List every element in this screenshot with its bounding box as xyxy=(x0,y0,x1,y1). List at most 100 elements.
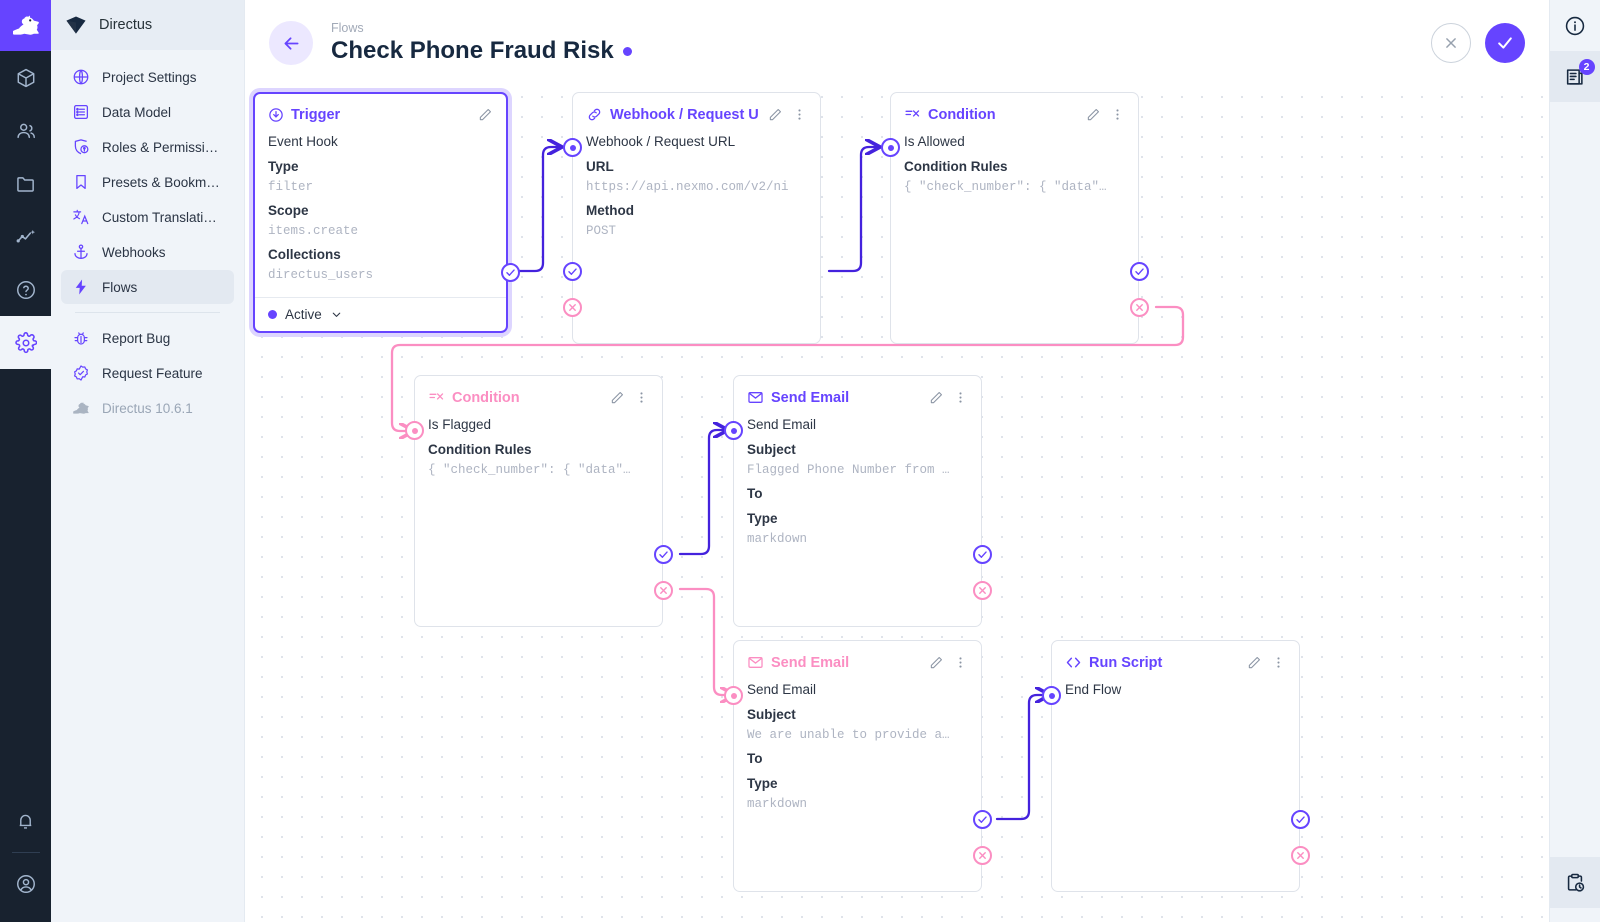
handle-resolve[interactable] xyxy=(973,810,992,829)
insights-icon[interactable] xyxy=(0,210,51,263)
help-circle-icon[interactable] xyxy=(0,263,51,316)
settings-gear-icon[interactable] xyxy=(0,316,51,369)
handle-reject[interactable] xyxy=(1130,298,1149,317)
sidebar-item-request-feature[interactable]: Request Feature xyxy=(61,356,234,390)
flow-node-condition-allowed[interactable]: Condition Is Allowed Condition Rules { "… xyxy=(881,92,1149,344)
field-value: filter xyxy=(268,180,314,194)
edit-pencil-icon[interactable] xyxy=(1246,655,1262,671)
flow-node-send-email-unable[interactable]: Send Email Send Email Subject We are una… xyxy=(724,640,992,892)
trigger-status-toggle[interactable]: Active xyxy=(255,297,506,331)
handle-reject[interactable] xyxy=(973,581,992,600)
more-options-icon[interactable] xyxy=(792,107,807,122)
field-label: Subject xyxy=(747,442,796,457)
edit-pencil-icon[interactable] xyxy=(767,107,783,123)
save-button[interactable] xyxy=(1485,23,1525,63)
edit-pencil-icon[interactable] xyxy=(1085,107,1101,123)
handle-resolve[interactable] xyxy=(501,263,520,282)
activity-clipboard-icon[interactable] xyxy=(1549,857,1600,908)
node-name: Send Email xyxy=(747,682,817,697)
more-options-icon[interactable] xyxy=(1271,655,1286,670)
sidebar-item-roles-permissions[interactable]: Roles & Permissions xyxy=(61,130,234,164)
back-button[interactable] xyxy=(269,21,313,65)
handle-input[interactable] xyxy=(724,686,743,705)
handle-dot xyxy=(569,144,576,151)
handle-dot xyxy=(730,692,737,699)
sidebar-item-flows[interactable]: Flows xyxy=(61,270,234,304)
sidebar-version-label: Directus 10.6.1 xyxy=(61,391,234,425)
more-options-icon[interactable] xyxy=(1110,107,1125,122)
sidebar-item-presets-bookmarks[interactable]: Presets & Bookmar… xyxy=(61,165,234,199)
flow-node-send-email-flagged[interactable]: Send Email Send Email Subject Flagged Ph… xyxy=(724,375,992,627)
handle-reject[interactable] xyxy=(654,581,673,600)
edit-pencil-icon[interactable] xyxy=(928,390,944,406)
handle-resolve[interactable] xyxy=(1291,810,1310,829)
field-value: { "check_number": { "data"… xyxy=(428,463,631,477)
bolt-icon xyxy=(71,278,90,297)
field-value: We are unable to provide a… xyxy=(747,728,950,742)
notifications-bell-icon[interactable] xyxy=(0,795,51,848)
handle-input[interactable] xyxy=(1042,686,1061,705)
handle-resolve[interactable] xyxy=(654,545,673,564)
handle-dot xyxy=(1048,692,1055,699)
sidebar-title: Directus xyxy=(99,17,153,33)
node-header: Condition xyxy=(891,93,1138,129)
sidebar-item-webhooks[interactable]: Webhooks xyxy=(61,235,234,269)
breadcrumb[interactable]: Flows xyxy=(331,21,364,35)
flow-logs-icon[interactable]: 2 xyxy=(1549,51,1600,102)
node-header: Send Email xyxy=(734,641,981,677)
sidebar-divider xyxy=(75,312,220,313)
check-badge-icon xyxy=(71,364,90,383)
handle-resolve[interactable] xyxy=(563,262,582,281)
handle-input[interactable] xyxy=(724,421,743,440)
node-type-label: Condition xyxy=(928,106,996,123)
handle-dot xyxy=(887,144,894,151)
info-circle-icon[interactable] xyxy=(1550,0,1600,51)
more-options-icon[interactable] xyxy=(953,390,968,405)
handle-resolve[interactable] xyxy=(973,545,992,564)
sidebar-item-custom-translations[interactable]: Custom Translations xyxy=(61,200,234,234)
node-name: Webhook / Request URL xyxy=(586,134,736,149)
handle-input[interactable] xyxy=(563,138,582,157)
node-name: Is Flagged xyxy=(428,417,492,432)
flow-node-trigger[interactable]: Trigger Event Hook Type filter Scope ite… xyxy=(253,92,520,333)
users-icon[interactable] xyxy=(0,104,51,157)
handle-resolve[interactable] xyxy=(1130,262,1149,281)
handle-reject[interactable] xyxy=(563,298,582,317)
sidebar-item-label: Presets & Bookmar… xyxy=(102,174,224,190)
sidebar-item-data-model[interactable]: Data Model xyxy=(61,95,234,129)
cancel-button[interactable] xyxy=(1431,23,1471,63)
list-box-icon xyxy=(71,103,90,122)
sidebar-header[interactable]: Directus xyxy=(51,0,244,50)
edit-pencil-icon[interactable] xyxy=(477,107,493,123)
handle-dot xyxy=(411,427,418,434)
content-box-icon[interactable] xyxy=(0,51,51,104)
sidebar-item-label: Roles & Permissions xyxy=(102,139,224,155)
files-folder-icon[interactable] xyxy=(0,157,51,210)
flow-node-condition-flagged[interactable]: Condition Is Flagged Condition Rules { "… xyxy=(405,375,673,627)
edit-pencil-icon[interactable] xyxy=(609,390,625,406)
node-actions xyxy=(767,107,807,123)
status-badge xyxy=(622,46,632,56)
title-block: Flows Check Phone Fraud Risk xyxy=(331,20,632,66)
edit-pencil-icon[interactable] xyxy=(928,655,944,671)
handle-reject[interactable] xyxy=(973,846,992,865)
handle-input[interactable] xyxy=(881,138,900,157)
node-body: Is Allowed Condition Rules { "check_numb… xyxy=(891,129,1138,209)
sidebar-nav-list: Project Settings Data Model xyxy=(51,50,244,426)
handle-input[interactable] xyxy=(405,421,424,440)
directus-rabbit-logo[interactable] xyxy=(0,0,51,51)
flow-node-webhook[interactable]: Webhook / Request U Webhook / Request UR… xyxy=(563,92,821,344)
more-options-icon[interactable] xyxy=(634,390,649,405)
field-label: Condition Rules xyxy=(428,442,532,457)
field-label: To xyxy=(747,486,763,501)
translate-icon xyxy=(71,208,90,227)
node-actions xyxy=(928,390,968,406)
sidebar-item-label: Project Settings xyxy=(102,69,197,85)
user-account-icon[interactable] xyxy=(0,857,51,910)
more-options-icon[interactable] xyxy=(953,655,968,670)
sidebar-item-report-bug[interactable]: Report Bug xyxy=(61,321,234,355)
sidebar-item-project-settings[interactable]: Project Settings xyxy=(61,60,234,94)
handle-reject[interactable] xyxy=(1291,846,1310,865)
globe-icon xyxy=(71,68,90,87)
flow-node-run-script[interactable]: Run Script End Flow xyxy=(1042,640,1310,892)
